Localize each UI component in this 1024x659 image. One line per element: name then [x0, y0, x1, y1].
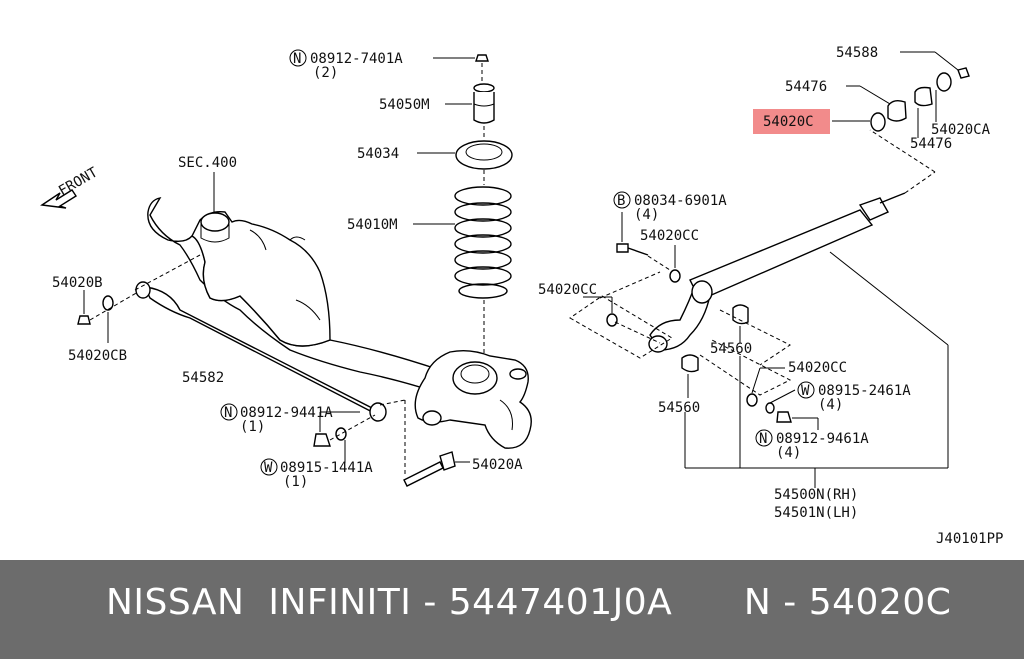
bushing-54476: [887, 99, 907, 122]
label-washer-2461: 08915-2461A: [818, 383, 911, 399]
stabilizer-bar: [135, 281, 387, 422]
washer-cc2: [606, 313, 618, 327]
label-bushing-cb: 54020CB: [68, 348, 127, 364]
nut-9461: [776, 411, 792, 423]
label-cc2: 54020CC: [538, 282, 597, 298]
label-bushing-b: 54020B: [52, 275, 103, 291]
label-bolt-6901-qty: (4): [634, 207, 659, 223]
part-number-title: NISSAN INFINITI - 5447401J0A N - 54020C: [106, 582, 952, 623]
washer-cc1: [669, 269, 681, 283]
label-nut-top: 08912-7401A: [310, 51, 403, 67]
label-bushing-c: 54020C: [763, 114, 814, 130]
label-stabilizer: 54582: [182, 370, 224, 386]
parts-diagram: N B N W W N 08912-7401A (2) 54050M 54034…: [40, 45, 1004, 547]
circle-n-icon: N: [755, 429, 773, 447]
label-bushing-560a: 54560: [710, 341, 752, 357]
label-nut-9441: 08912-9441A: [240, 405, 333, 421]
circle-n-icon: N: [289, 49, 307, 67]
svg-text:N: N: [759, 431, 767, 447]
label-nut-9461: 08912-9461A: [776, 431, 869, 447]
label-diagram-id: J40101PP: [936, 531, 1003, 547]
label-bolt-6901: 08034-6901A: [634, 193, 727, 209]
label-arm-lh: 54501N(LH): [774, 505, 858, 521]
label-nut-9461-qty: (4): [776, 445, 801, 461]
washer-1441: [335, 427, 347, 441]
circle-w-icon: W: [260, 458, 278, 476]
svg-text:N: N: [224, 405, 232, 421]
washer-54588: [957, 67, 970, 79]
label-washer-1441: 08915-1441A: [280, 460, 373, 476]
highlight-box: [753, 109, 830, 134]
washer-2461: [765, 402, 775, 414]
label-coil-spring: 54010M: [347, 217, 398, 233]
label-washer-2461-qty: (4): [818, 397, 843, 413]
front-arrow-icon: [40, 189, 77, 209]
bushing-54476-b: [914, 86, 933, 107]
svg-text:W: W: [801, 383, 810, 399]
nut-9441: [313, 433, 331, 447]
bump-stopper: [473, 83, 495, 124]
label-bushing-ca: 54020CA: [931, 122, 991, 138]
label-cc3: 54020CC: [788, 360, 847, 376]
spring-seat: [455, 140, 513, 170]
top-nut: [475, 54, 489, 62]
label-washer-top: 54588: [836, 45, 878, 61]
washer-54020cb: [102, 295, 114, 311]
nut-54020b: [77, 315, 91, 325]
bolt-6901: [616, 243, 649, 256]
label-washer-1441-qty: (1): [283, 474, 308, 490]
label-front: FRONT: [56, 164, 101, 199]
label-cc1: 54020CC: [640, 228, 699, 244]
bushing-560a: [732, 304, 749, 325]
circle-b-icon: B: [613, 191, 631, 209]
bolt-54020a: [403, 451, 456, 487]
rear-axle: [147, 197, 446, 397]
svg-text:N: N: [293, 51, 301, 67]
label-spring-seat: 54034: [357, 146, 399, 162]
circle-w-icon: W: [797, 381, 815, 399]
label-sec: SEC.400: [178, 155, 237, 171]
footer-banner: NISSAN INFINITI - 5447401J0A N - 54020C: [0, 560, 1024, 659]
label-bushing-476b: 54476: [910, 136, 952, 152]
label-bushing-560b: 54560: [658, 400, 700, 416]
washer-cc3: [746, 393, 758, 407]
knuckle-housing: [414, 349, 532, 449]
label-nut-top-qty: (2): [313, 65, 338, 81]
label-bushing-476: 54476: [785, 79, 827, 95]
label-arm-rh: 54500N(RH): [774, 487, 858, 503]
svg-text:B: B: [617, 193, 625, 209]
washer-54020ca: [936, 72, 952, 92]
circle-n-icon: N: [220, 403, 238, 421]
washer-54020c: [870, 112, 886, 132]
label-bump-stopper: 54050M: [379, 97, 430, 113]
parts-diagram-svg: N B N W W N 08912-7401A (2) 54050M 54034…: [40, 45, 1003, 547]
label-nut-9441-qty: (1): [240, 419, 265, 435]
label-bolt-a: 54020A: [472, 457, 523, 473]
bushing-560b: [681, 354, 699, 373]
upper-link-rod: [648, 192, 906, 353]
svg-text:W: W: [264, 460, 273, 476]
coil-spring: [454, 186, 512, 299]
